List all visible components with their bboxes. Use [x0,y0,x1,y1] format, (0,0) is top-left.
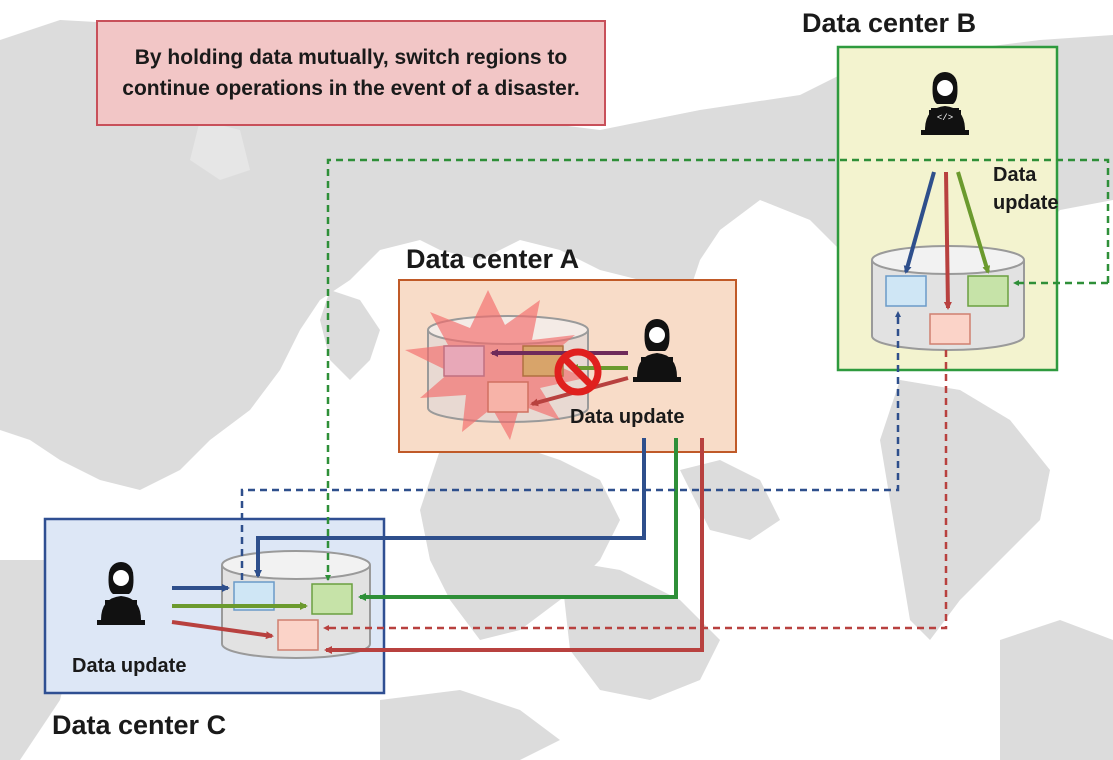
data-center-a-title: Data center A [406,244,580,274]
svg-text:</>: </> [937,113,953,123]
link-a-to-c-green [358,438,678,601]
arrow-b-red [943,171,952,310]
data-center-b-update-label-line2: update [993,192,1059,214]
link-a-to-c-blue [254,438,646,578]
arrow-b-olive [956,171,991,274]
link-a-to-c-red [324,438,704,654]
explanation-callout: By holding data mutually, switch regions… [96,20,606,126]
data-center-c-title: Data center C [52,710,227,740]
link-b-c-blue-dashed [240,311,901,580]
data-block-c-green [311,583,353,615]
data-center-b-update-label-line1: Data [993,164,1037,186]
data-center-b-title: Data center B [802,8,977,38]
link-b-c-red-dashed [323,350,948,631]
link-b-c-green-dashed [325,158,1110,581]
arrow-b-blue [903,171,936,274]
data-block-a-red [487,381,529,413]
data-block-b-red [929,313,971,345]
data-block-b-green [967,275,1009,307]
data-block-b-blue [885,275,927,307]
data-block-c-red [277,619,319,651]
data-center-a-update-label: Data update [570,406,685,428]
arrow-c-red [171,620,274,640]
data-center-c-update-label: Data update [72,655,187,677]
prohibited-icon [554,348,602,396]
data-block-a-blue [443,345,485,377]
